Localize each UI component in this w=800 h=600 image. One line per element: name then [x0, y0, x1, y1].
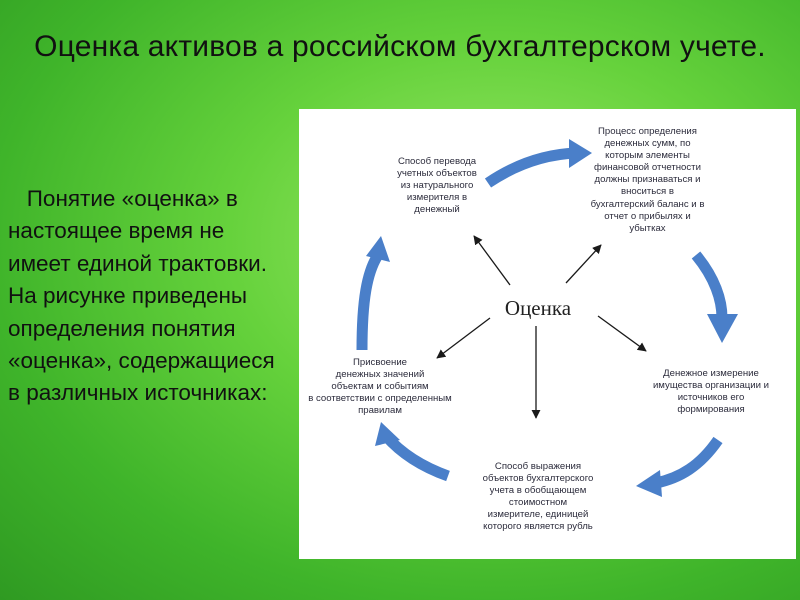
diagram-node-2: Процесс определения денежных сумм, по ко… — [590, 126, 705, 234]
cycle-arrow-bottom-right-head — [636, 470, 662, 497]
diagram-node-1: Способ перевода учетных объектов из нату… — [397, 156, 477, 216]
arrow-to-node-5 — [436, 317, 491, 359]
diagram-node-3: Денежное измерение имущества организации… — [652, 368, 770, 416]
diagram-node-5: Присвоение денежных значений объектам и … — [308, 357, 452, 417]
cycle-arrow-bottom-right — [654, 436, 723, 489]
cycle-arrow-bottom-left — [381, 432, 450, 482]
slide-title: Оценка активов а российском бухгалтерско… — [34, 30, 766, 63]
cycle-arrow-top-head — [569, 139, 592, 168]
arrow-to-node-2 — [565, 244, 602, 284]
cycle-arrow-left-head — [366, 236, 390, 262]
cycle-arrow-right — [691, 251, 728, 319]
cycle-arrow-bottom-left-head — [375, 422, 400, 446]
arrow-to-node-1 — [473, 235, 511, 286]
cycle-arrow-right-head — [707, 314, 738, 343]
cycle-arrow-left — [356, 252, 383, 351]
diagram-panel — [299, 109, 796, 559]
arrow-to-node-3 — [597, 315, 647, 352]
diagram-node-4: Способ выражения объектов бухгалтерского… — [482, 461, 594, 533]
slide-body-text: Понятие «оценка» в настоящее время не им… — [8, 186, 275, 406]
cycle-arrow-top — [484, 147, 577, 188]
diagram-center-label: Оценка — [504, 296, 572, 320]
